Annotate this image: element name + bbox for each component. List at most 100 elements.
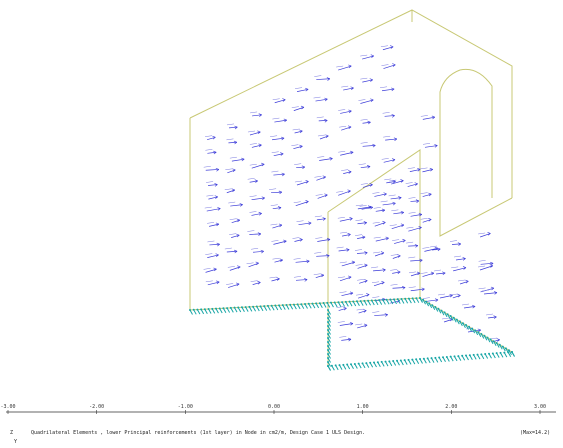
reinforcement-arrow — [453, 255, 466, 261]
reinforcement-arrow — [478, 286, 495, 293]
reinforcement-arrow — [339, 260, 356, 267]
support-node — [327, 361, 329, 363]
opening-outline — [439, 68, 493, 198]
reinforcement-arrow — [371, 266, 386, 272]
reinforcement-arrow — [420, 115, 436, 120]
reinforcement-arrow — [228, 201, 243, 207]
right-wall-outline — [327, 149, 421, 298]
support-node — [404, 297, 407, 300]
support-node — [430, 357, 433, 360]
support-node — [218, 307, 221, 310]
support-node — [445, 355, 448, 358]
support-node — [499, 351, 502, 354]
reinforcement-arrow — [316, 116, 328, 123]
reinforcement-arrow — [249, 143, 262, 148]
reinforcement-arrow — [271, 239, 287, 245]
support-node — [363, 299, 366, 302]
support-node — [289, 303, 292, 306]
reinforcement-arrow — [293, 276, 308, 282]
reinforcement-arrow — [389, 179, 404, 185]
reinforcement-arrow — [340, 231, 351, 237]
reinforcement-arrow — [291, 144, 303, 150]
support-node — [415, 297, 418, 300]
support-node — [361, 362, 364, 365]
support-node — [411, 358, 414, 361]
support-node — [300, 303, 303, 306]
support-node — [344, 300, 347, 303]
support-node — [484, 353, 487, 356]
reinforcement-arrow — [246, 261, 259, 268]
reinforcement-arrow — [270, 223, 283, 229]
reinforcement-arrow — [227, 265, 241, 271]
support-node — [373, 361, 375, 364]
support-node — [353, 362, 356, 365]
reinforcement-arrow — [339, 125, 352, 131]
support-node — [285, 303, 288, 306]
reinforcement-arrow — [408, 197, 420, 203]
support-node — [226, 307, 229, 310]
support-node — [396, 359, 398, 362]
support-node — [428, 302, 431, 305]
support-node — [333, 301, 336, 304]
support-node — [483, 334, 486, 337]
support-node — [348, 300, 351, 303]
support-node — [203, 308, 206, 311]
reinforcement-arrow — [408, 271, 421, 277]
reinforcement-arrow — [206, 181, 218, 187]
support-node — [492, 340, 495, 343]
support-node — [357, 362, 360, 365]
support-node — [434, 356, 437, 359]
reinforcement-arrow — [357, 279, 368, 284]
support-node — [327, 317, 329, 319]
support-node — [259, 305, 262, 308]
reinforcement-arrow — [251, 248, 264, 254]
support-node — [338, 364, 341, 367]
support-node — [266, 304, 269, 307]
support-node — [327, 337, 329, 339]
support-node — [327, 357, 329, 359]
support-node — [369, 361, 372, 364]
support-node — [244, 306, 247, 309]
reinforcement-arrow — [224, 247, 238, 254]
reinforcement-arrow — [451, 266, 467, 272]
support-node — [495, 352, 498, 355]
reinforcement-arrow — [355, 219, 367, 225]
reinforcement-arrow — [272, 98, 286, 104]
support-node — [422, 298, 425, 301]
scale-tick-label: -3.00 — [0, 404, 16, 410]
reinforcement-arrow — [293, 258, 310, 264]
reinforcement-arrow — [226, 123, 238, 130]
reinforcement-arrow — [356, 308, 367, 314]
support-node — [192, 308, 195, 311]
support-node — [211, 307, 214, 310]
reinforcement-arrow — [250, 111, 262, 117]
reinforcement-arrow — [390, 269, 401, 274]
reinforcement-arrow — [338, 150, 354, 156]
support-node — [307, 302, 310, 305]
wall-top-edge — [189, 9, 513, 198]
scale-tick-label: 0.00 — [267, 404, 281, 410]
reinforcement-arrow — [272, 257, 283, 263]
support-node — [488, 352, 490, 355]
support-node — [476, 353, 479, 356]
support-node — [442, 356, 444, 359]
opening-bottom — [439, 140, 513, 237]
reinforcement-arrow — [269, 188, 283, 195]
reinforcement-arrow — [205, 253, 219, 258]
reinforcement-arrow — [294, 163, 306, 170]
reinforcement-arrow — [420, 217, 432, 223]
reinforcement-arrow — [372, 311, 388, 317]
support-node — [341, 301, 344, 304]
reinforcement-arrow — [224, 188, 236, 194]
reinforcement-arrow — [477, 264, 494, 271]
support-node — [327, 329, 329, 331]
reinforcement-arrow — [422, 246, 438, 252]
reinforcement-arrow — [249, 211, 262, 216]
support-node — [304, 303, 306, 305]
support-node — [327, 353, 329, 355]
reinforcement-arrow — [291, 105, 305, 111]
reinforcement-arrow — [408, 256, 423, 263]
reinforcement-arrow — [207, 240, 220, 247]
reinforcement-arrow — [406, 241, 419, 248]
